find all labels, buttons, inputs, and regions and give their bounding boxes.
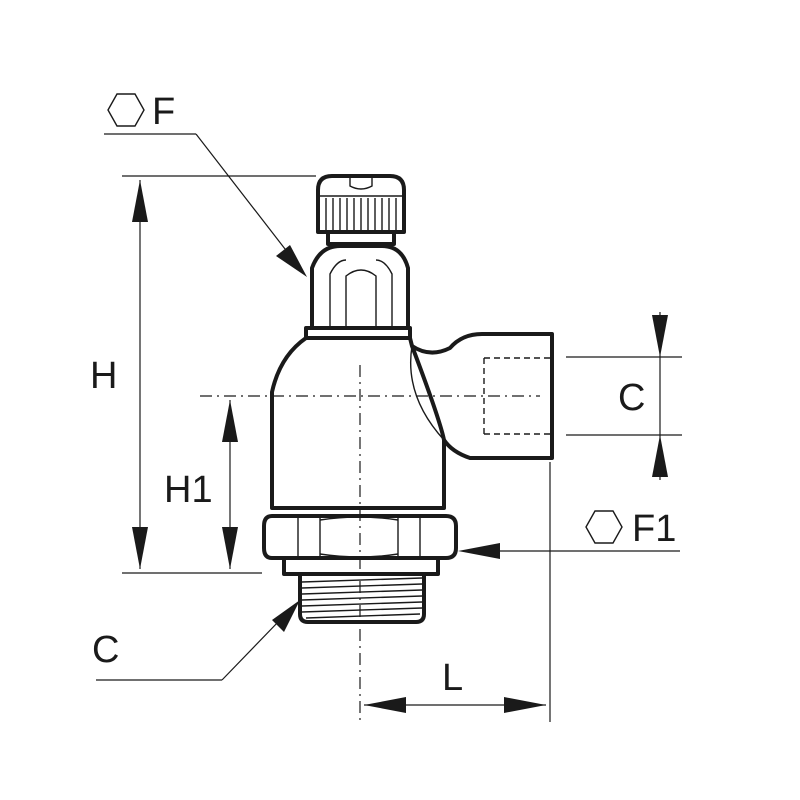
knob-collar xyxy=(326,230,396,246)
leader-f1 xyxy=(458,543,680,559)
label-c-thread: C xyxy=(92,629,119,671)
label-l: L xyxy=(442,657,463,699)
knob-knurling xyxy=(325,198,397,230)
dimension-c-port xyxy=(566,312,682,480)
adjustment-knob xyxy=(316,174,406,234)
hex-symbol-icon-f1 xyxy=(585,510,623,544)
label-h1: H1 xyxy=(164,469,213,511)
nut-collar xyxy=(282,556,440,576)
leader-c-thread xyxy=(96,600,300,681)
leader-f xyxy=(104,133,307,277)
hex-lock-nut xyxy=(310,244,410,330)
label-f: F xyxy=(152,91,175,133)
dimension-h1 xyxy=(222,400,238,569)
main-body xyxy=(270,336,446,510)
threaded-stud xyxy=(298,572,426,624)
label-f1: F1 xyxy=(632,508,676,550)
hex-symbol-icon-f xyxy=(107,93,145,127)
dimension-l xyxy=(364,462,551,722)
dimension-h xyxy=(122,175,316,574)
label-h: H xyxy=(90,355,117,397)
label-c-port: C xyxy=(618,377,645,419)
